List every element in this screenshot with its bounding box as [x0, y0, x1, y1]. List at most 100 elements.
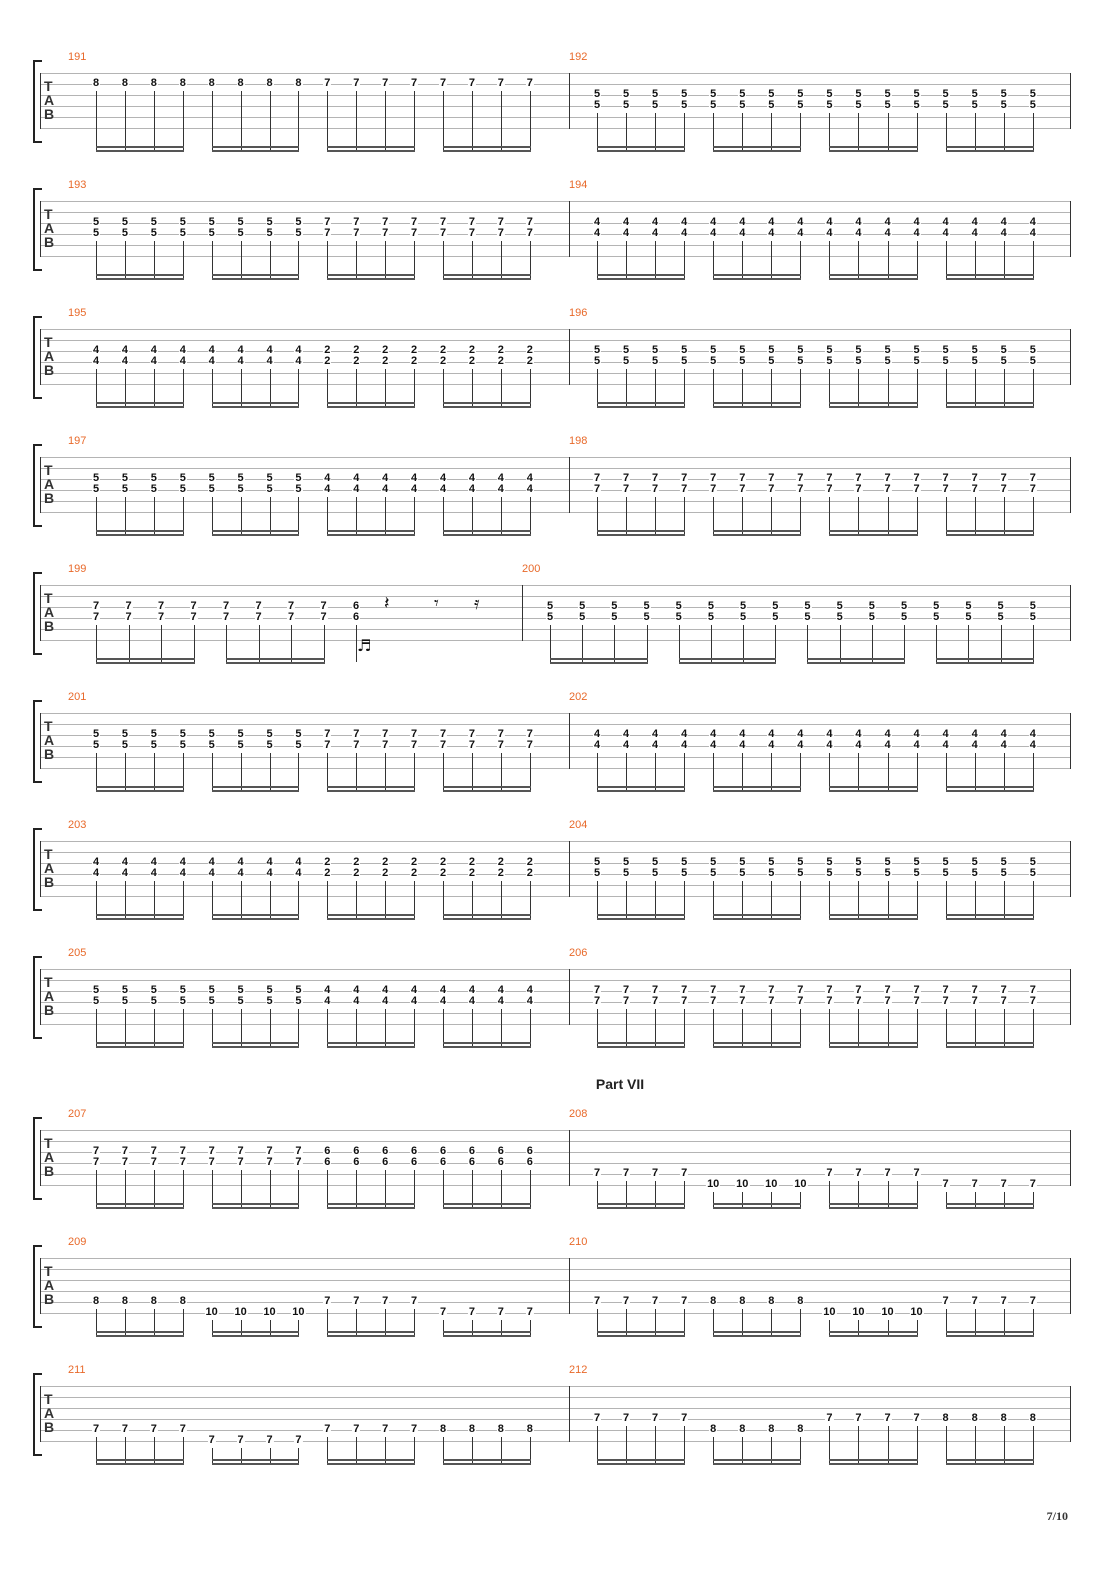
note-stem	[298, 1320, 300, 1335]
fret-number: 5	[651, 99, 660, 111]
note-stem	[626, 497, 628, 534]
fret-number: 5	[592, 856, 602, 868]
staff-line	[40, 234, 1070, 235]
note-beam	[443, 1463, 531, 1465]
fret-number: 7	[352, 1423, 361, 1435]
tab-clef-letter: T	[44, 846, 53, 862]
fret-number: 7	[1028, 483, 1037, 495]
fret-number: 5	[207, 728, 216, 740]
note-stem	[655, 1009, 657, 1046]
note-stem	[829, 1009, 831, 1046]
fret-number: 7	[381, 77, 390, 89]
fret-number: 6	[381, 1156, 390, 1168]
note-stem	[597, 241, 598, 278]
staff-start-line	[40, 1130, 41, 1186]
note-beam	[211, 278, 300, 280]
fret-number: 2	[467, 344, 476, 356]
fret-number: 8	[149, 77, 158, 89]
note-stem	[916, 497, 918, 534]
fret-number: 5	[578, 611, 587, 623]
note-beam	[96, 662, 195, 664]
note-beam	[829, 274, 918, 276]
note-stem	[800, 753, 802, 790]
note-beam	[829, 1207, 918, 1209]
fret-number: 7	[221, 611, 231, 623]
staff-line	[40, 874, 1070, 875]
staff-end-line	[1070, 329, 1071, 385]
note-beam	[96, 1463, 184, 1465]
note-beam	[713, 914, 802, 916]
note-beam	[829, 1046, 918, 1048]
note-stem	[182, 881, 184, 918]
staff-end-line	[1070, 841, 1071, 897]
note-beam	[713, 790, 802, 792]
fret-number: 7	[912, 1412, 921, 1424]
fret-number: 7	[680, 995, 689, 1007]
fret-number: 10	[851, 1306, 866, 1318]
fret-number: 7	[352, 216, 361, 228]
note-beam	[713, 786, 802, 788]
fret-number: 5	[592, 88, 602, 100]
tab-clef-letter: B	[44, 1163, 55, 1179]
fret-number: 7	[709, 995, 718, 1007]
note-beam	[597, 406, 686, 408]
note-stem	[887, 241, 889, 278]
note-beam	[829, 918, 918, 920]
note-beam	[96, 274, 184, 276]
fret-number: 7	[709, 984, 718, 996]
note-beam	[597, 274, 686, 276]
fret-number: 10	[262, 1306, 277, 1318]
fret-number: 4	[178, 867, 187, 879]
staff-line	[40, 457, 1070, 458]
note-beam	[96, 790, 184, 792]
note-stem	[1003, 753, 1005, 790]
note-stem	[655, 113, 657, 150]
note-stem	[96, 497, 97, 534]
fret-number: 8	[207, 77, 216, 89]
fret-number: 7	[970, 995, 979, 1007]
tab-clef-letter: B	[44, 746, 55, 762]
fret-number: 5	[621, 856, 631, 868]
fret-number: 4	[1028, 227, 1037, 239]
staff-line	[40, 212, 1070, 213]
fret-number: 6	[410, 1145, 419, 1157]
fret-number: 4	[854, 216, 863, 228]
note-stem	[211, 1170, 213, 1207]
fret-number: 4	[796, 227, 805, 239]
note-stem	[713, 241, 715, 278]
note-beam	[713, 1459, 802, 1461]
fret-number: 10	[793, 1178, 808, 1190]
fret-number: 4	[709, 728, 718, 740]
fret-number: 7	[825, 984, 834, 996]
fret-number: 5	[709, 99, 718, 111]
staff-line	[40, 223, 1070, 224]
fret-number: 4	[941, 728, 950, 740]
system-bracket	[33, 1245, 42, 1328]
fret-number: 10	[880, 1306, 895, 1318]
fret-number: 7	[124, 600, 133, 612]
fret-number: 5	[796, 344, 805, 356]
tab-clef-letter: A	[44, 988, 55, 1004]
fret-number: 8	[738, 1295, 747, 1307]
note-beam	[713, 530, 802, 532]
fret-number: 7	[796, 984, 805, 996]
fret-number: 7	[621, 483, 631, 495]
fret-number: 7	[438, 1306, 448, 1318]
fret-number: 8	[467, 1423, 476, 1435]
note-stem	[240, 91, 242, 150]
note-stem	[500, 1009, 502, 1046]
staff-line	[40, 841, 1070, 842]
note-stem	[529, 497, 531, 534]
staff-line	[40, 490, 1070, 491]
barline	[569, 329, 570, 385]
note-stem	[771, 369, 773, 406]
note-beam	[211, 530, 300, 532]
tab-clef-letter: A	[44, 1405, 55, 1421]
fret-number: 5	[178, 739, 187, 751]
note-stem	[414, 881, 416, 918]
note-beam	[443, 1207, 531, 1209]
fret-number: 4	[999, 739, 1008, 751]
note-stem	[269, 1320, 271, 1335]
barline	[522, 585, 523, 641]
